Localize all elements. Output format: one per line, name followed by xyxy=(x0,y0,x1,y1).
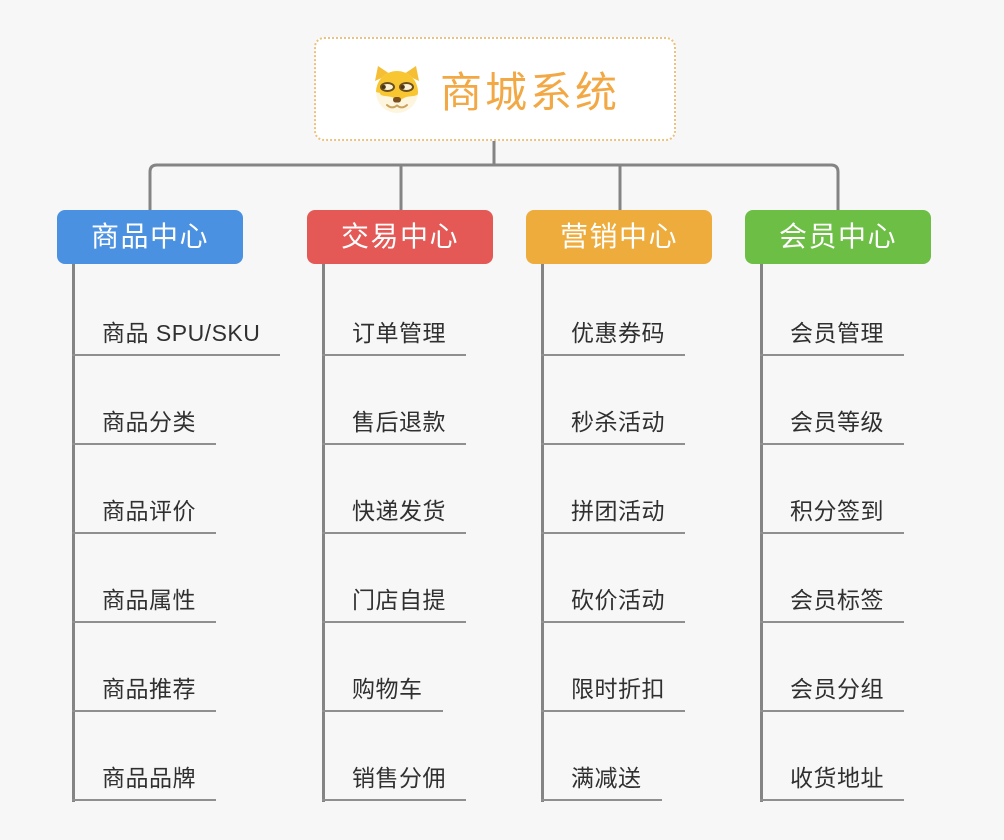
subtopic-item[interactable]: 销售分佣 xyxy=(322,763,466,801)
subtopic-item[interactable]: 会员标签 xyxy=(760,585,904,623)
subtopic-item[interactable]: 积分签到 xyxy=(760,496,904,534)
subtopic-item[interactable]: 秒杀活动 xyxy=(541,407,685,445)
subtopic-item[interactable]: 优惠券码 xyxy=(541,318,685,356)
subtopic-item[interactable]: 满减送 xyxy=(541,763,662,801)
subtopic-item[interactable]: 商品 SPU/SKU xyxy=(72,318,281,356)
branch-column-members: 会员中心 会员管理 会员等级 积分签到 会员标签 会员分组 收货地址 xyxy=(745,0,932,840)
branch-node-products[interactable]: 商品中心 xyxy=(57,210,243,264)
branch-column-marketing: 营销中心 优惠券码 秒杀活动 拼团活动 砍价活动 限时折扣 满减送 xyxy=(526,0,713,840)
subtopic-item[interactable]: 订单管理 xyxy=(322,318,466,356)
subtopic-item[interactable]: 收货地址 xyxy=(760,763,904,801)
subtopic-item[interactable]: 购物车 xyxy=(322,674,443,712)
branch-node-members[interactable]: 会员中心 xyxy=(745,210,931,264)
root-title: 商城系统 xyxy=(439,68,620,116)
subtopic-item[interactable]: 拼团活动 xyxy=(541,496,685,534)
subtopic-item[interactable]: 会员管理 xyxy=(760,318,904,356)
subtopic-item[interactable]: 商品分类 xyxy=(72,407,216,445)
subtopic-item[interactable]: 砍价活动 xyxy=(541,585,685,623)
subtopic-item[interactable]: 会员分组 xyxy=(760,674,904,712)
branch-node-trade[interactable]: 交易中心 xyxy=(307,210,493,264)
branch-column-trade: 交易中心 订单管理 售后退款 快递发货 门店自提 购物车 销售分佣 xyxy=(307,0,494,840)
branch-column-products: 商品中心 商品 SPU/SKU 商品分类 商品评价 商品属性 商品推荐 商品品牌 xyxy=(57,0,281,840)
connector-bus xyxy=(148,163,840,210)
subtopic-item[interactable]: 商品推荐 xyxy=(72,674,216,712)
doge-icon xyxy=(374,66,419,113)
subtopic-item[interactable]: 商品属性 xyxy=(72,585,216,623)
subtopic-item[interactable]: 会员等级 xyxy=(760,407,904,445)
subtopic-item[interactable]: 门店自提 xyxy=(322,585,466,623)
subtopic-item[interactable]: 快递发货 xyxy=(322,496,466,534)
subtopic-item[interactable]: 限时折扣 xyxy=(541,674,685,712)
subtopic-item[interactable]: 商品评价 xyxy=(72,496,216,534)
branch-node-marketing[interactable]: 营销中心 xyxy=(526,210,712,264)
subtopic-item[interactable]: 售后退款 xyxy=(322,407,466,445)
root-node[interactable]: 商城系统 xyxy=(314,37,676,141)
subtopic-item[interactable]: 商品品牌 xyxy=(72,763,216,801)
